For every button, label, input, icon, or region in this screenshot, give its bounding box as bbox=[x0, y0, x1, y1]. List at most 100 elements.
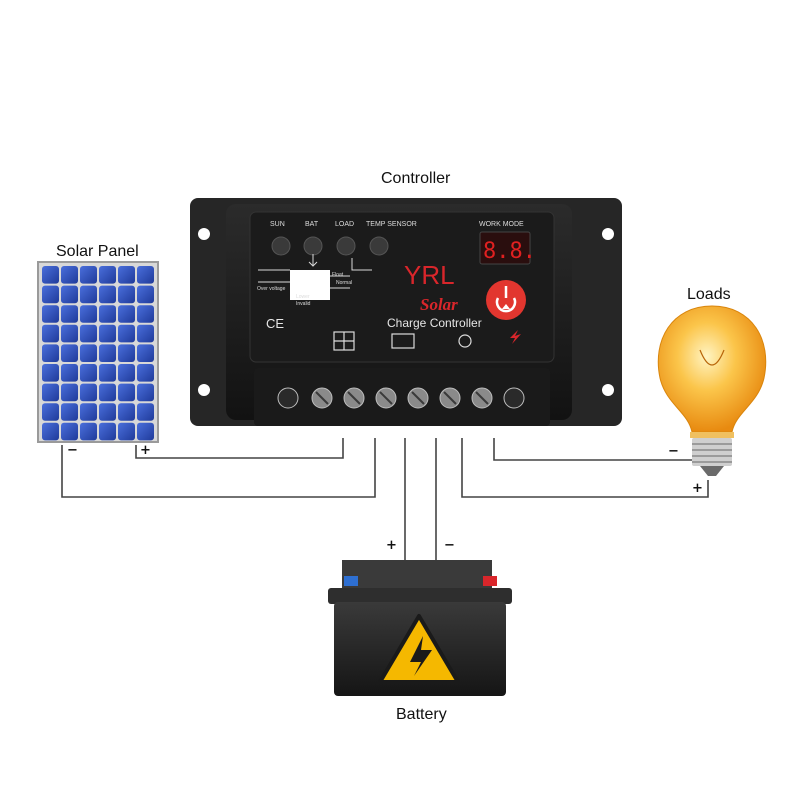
solar-cell bbox=[137, 285, 154, 304]
solar-cell bbox=[137, 305, 154, 323]
work-mode-display-frame bbox=[479, 231, 531, 265]
power-icon bbox=[495, 297, 517, 313]
solar-cell bbox=[99, 422, 116, 441]
load-negative-mark: − bbox=[668, 444, 679, 459]
led-load bbox=[336, 236, 356, 256]
panel-positive-mark: + bbox=[140, 443, 151, 458]
wiring bbox=[61, 438, 709, 575]
battery-status-chart bbox=[258, 254, 372, 300]
solar-cell bbox=[61, 344, 78, 362]
solar-panel bbox=[37, 261, 159, 443]
wire-load-positive bbox=[461, 438, 709, 498]
loads-caption: Loads bbox=[687, 286, 731, 303]
solar-cell bbox=[42, 403, 59, 421]
solar-cell bbox=[42, 285, 59, 304]
status-chart-box bbox=[290, 270, 330, 300]
warning-icon bbox=[378, 614, 460, 684]
battery-top-rim bbox=[328, 588, 512, 604]
led-bat bbox=[303, 236, 323, 256]
solar-cell bbox=[61, 305, 78, 323]
solar-cell bbox=[80, 364, 97, 382]
solar-panel-cells bbox=[42, 266, 154, 441]
chart-label-invalid: Invalid bbox=[296, 301, 311, 307]
brand-name: YRL bbox=[404, 260, 455, 290]
chart-label-float: Float bbox=[332, 272, 344, 278]
solar-cell bbox=[118, 403, 135, 421]
wire-panel-negative bbox=[61, 438, 376, 498]
screw-slot bbox=[347, 391, 361, 405]
solar-cell bbox=[61, 285, 78, 304]
indicator-label-temp-sensor: TEMP SENSOR bbox=[366, 221, 417, 228]
terminal-screws bbox=[277, 387, 525, 409]
indicator-label-load: LOAD bbox=[335, 221, 354, 228]
mount-hole-tl bbox=[198, 228, 210, 240]
solar-cell bbox=[99, 364, 116, 382]
mount-hole-br bbox=[602, 384, 614, 396]
led-sun bbox=[271, 236, 291, 256]
solar-cell bbox=[80, 422, 97, 441]
bulb-glass bbox=[657, 305, 767, 433]
solar-cell bbox=[80, 285, 97, 304]
lightning-icon bbox=[510, 330, 521, 344]
mode-button bbox=[486, 280, 526, 320]
solar-cell bbox=[80, 344, 97, 362]
solar-cell bbox=[80, 305, 97, 323]
battery-negative-mark: − bbox=[444, 538, 455, 553]
terminal-screw bbox=[503, 387, 525, 409]
terminal-symbols bbox=[333, 331, 472, 351]
battery-terminal-positive bbox=[483, 576, 497, 586]
solar-cell bbox=[42, 266, 59, 284]
chart-label-normal: Normal bbox=[336, 280, 352, 286]
solar-cell bbox=[99, 305, 116, 323]
indicator-label-bat: BAT bbox=[305, 221, 319, 228]
controller-label-panel bbox=[249, 211, 555, 363]
load-positive-mark: + bbox=[692, 481, 703, 496]
solar-cell bbox=[61, 324, 78, 343]
mode-arrow-icon bbox=[502, 304, 510, 309]
ce-mark: CE bbox=[266, 316, 284, 331]
bulb-base bbox=[692, 438, 732, 476]
solar-cell bbox=[42, 344, 59, 362]
solar-cell bbox=[42, 364, 59, 382]
terminal-screw bbox=[277, 387, 299, 409]
terminal-strip bbox=[254, 368, 550, 426]
wire-panel-positive bbox=[135, 438, 344, 459]
solar-cell bbox=[137, 383, 154, 402]
solar-cell bbox=[118, 266, 135, 284]
solar-cell bbox=[137, 344, 154, 362]
battery-caption: Battery bbox=[396, 706, 447, 723]
screw-slot bbox=[411, 391, 425, 405]
solar-cell bbox=[118, 305, 135, 323]
indicator-label-sun: SUN bbox=[270, 221, 285, 228]
product-name: Charge Controller bbox=[387, 316, 482, 330]
chart-label-over-voltage: Over voltage bbox=[257, 286, 286, 292]
bulb-symbol-icon bbox=[458, 334, 472, 348]
light-bulb bbox=[657, 305, 767, 476]
solar-cell bbox=[99, 344, 116, 362]
battery-terminal-negative bbox=[344, 576, 358, 586]
brand-block bbox=[486, 280, 526, 344]
solar-cell bbox=[61, 403, 78, 421]
battery-symbol-icon bbox=[391, 333, 415, 349]
solar-cell bbox=[137, 324, 154, 343]
screw-slot bbox=[379, 391, 393, 405]
solar-cell bbox=[80, 403, 97, 421]
solar-cell bbox=[118, 422, 135, 441]
solar-cell bbox=[137, 422, 154, 441]
solar-cell bbox=[118, 383, 135, 402]
solar-cell bbox=[137, 364, 154, 382]
solar-panel-caption: Solar Panel bbox=[56, 243, 139, 260]
solar-cell bbox=[118, 324, 135, 343]
solar-cell bbox=[42, 305, 59, 323]
solar-cell bbox=[61, 266, 78, 284]
solar-cell bbox=[118, 285, 135, 304]
work-mode-display: 8.8. bbox=[483, 239, 536, 264]
solar-cell bbox=[61, 364, 78, 382]
screw-slot bbox=[443, 391, 457, 405]
battery-positive-mark: + bbox=[386, 538, 397, 553]
solar-cell bbox=[99, 324, 116, 343]
battery-lid bbox=[342, 560, 492, 590]
panel-negative-mark: − bbox=[67, 443, 78, 458]
solar-cell bbox=[80, 266, 97, 284]
